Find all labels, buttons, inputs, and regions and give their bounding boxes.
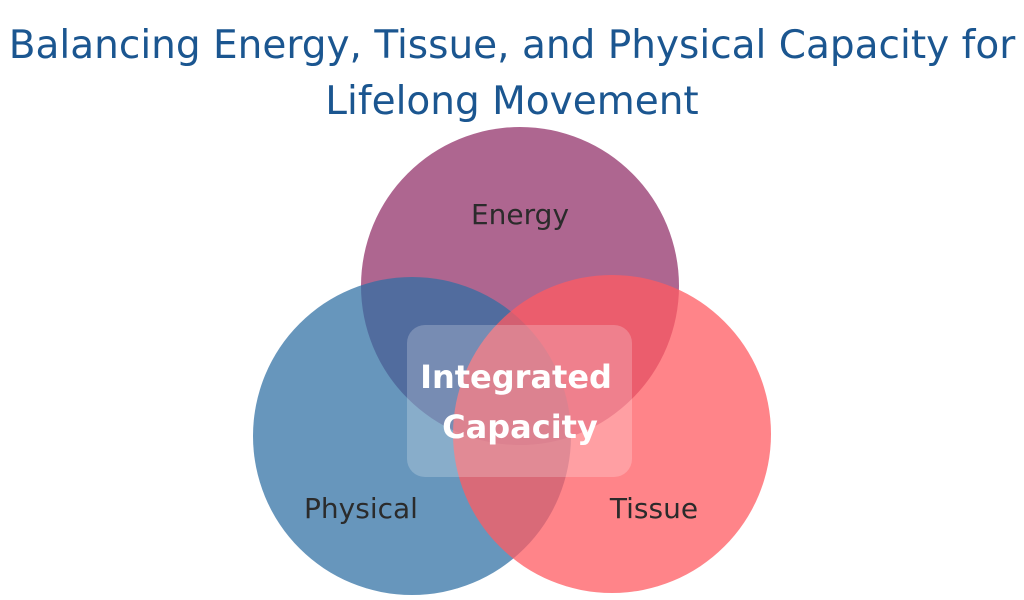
tissue-circle	[453, 275, 771, 593]
diagram-title: Balancing Energy, Tissue, and Physical C…	[8, 23, 1016, 124]
center-label-line2: Capacity	[442, 408, 598, 446]
tissue-label: Tissue	[609, 492, 698, 525]
center-label-line1: Integrated	[420, 358, 612, 396]
physical-label: Physical	[304, 492, 418, 525]
center-highlight-box	[407, 325, 632, 477]
energy-label: Energy	[471, 198, 569, 231]
